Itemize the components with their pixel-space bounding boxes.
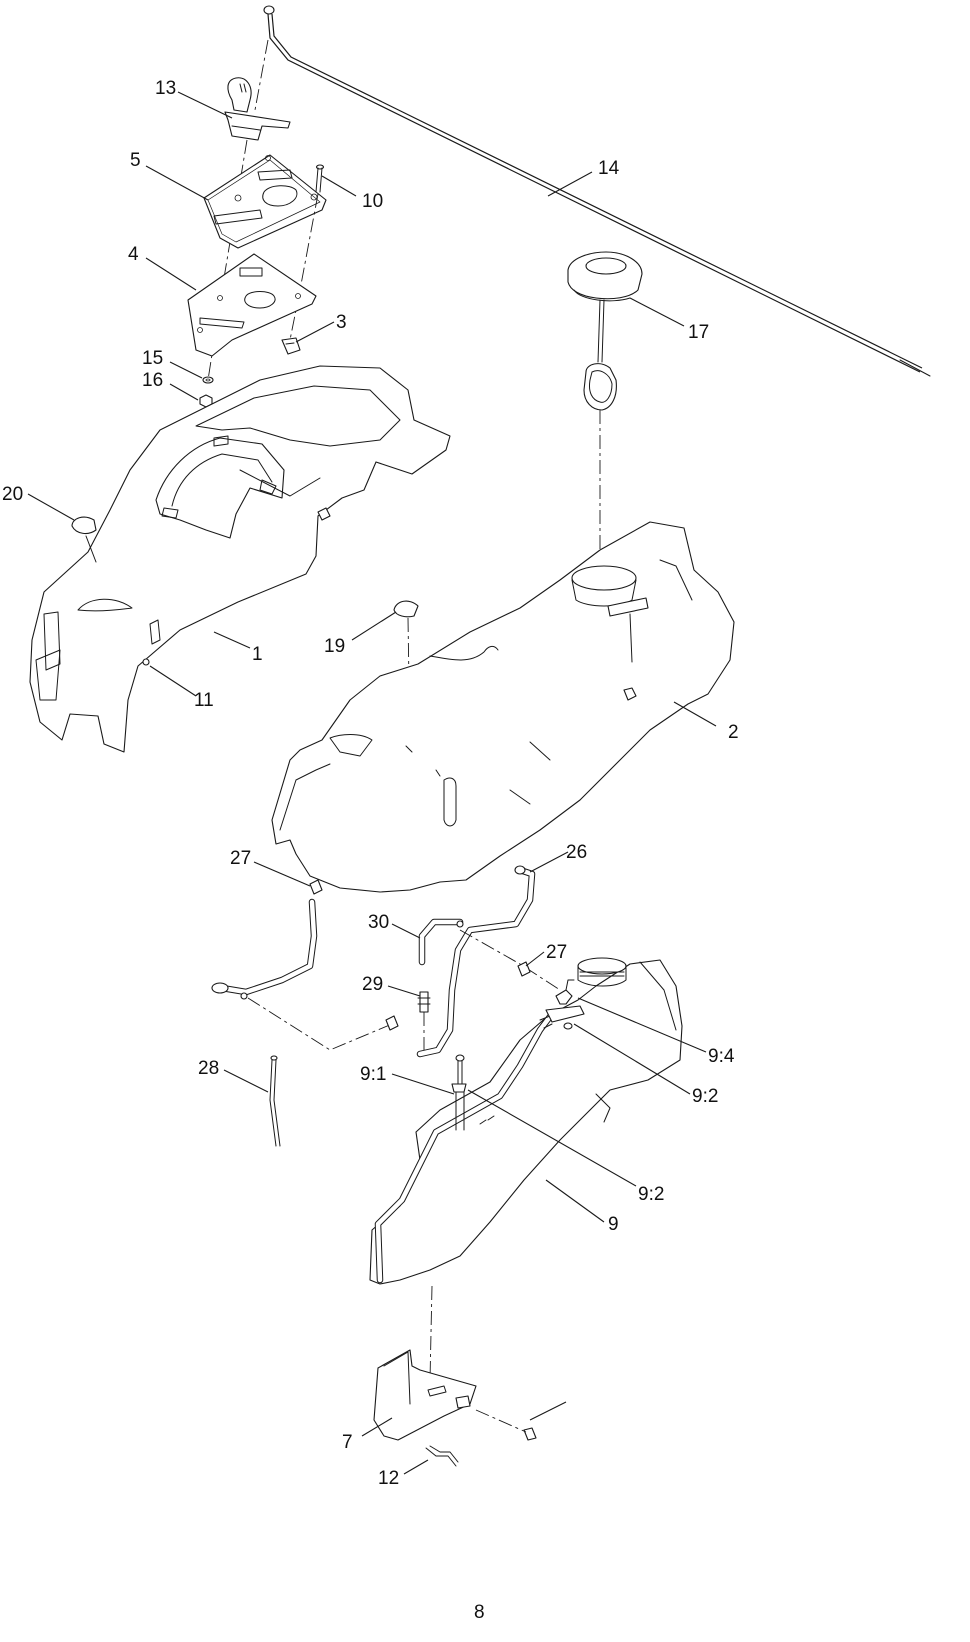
upper-panel-plate [203, 154, 327, 249]
plug-20-guide [85, 535, 97, 563]
hood-panel [29, 365, 451, 753]
throttle-lever [224, 77, 291, 141]
tank-fitting-9-4 [555, 979, 575, 1005]
callout-9-2-upper: 9:2 [692, 1086, 718, 1107]
callout-10: 10 [362, 191, 383, 212]
lower-panel-plate [187, 253, 317, 357]
screw-10 [315, 164, 325, 193]
fitting-left [385, 1015, 399, 1031]
callout-16: 16 [142, 370, 163, 391]
centerline-cable-to-13 [254, 39, 269, 111]
bolt-near-7 [475, 1409, 537, 1441]
callout-3: 3 [336, 312, 347, 333]
callout-1: 1 [252, 644, 263, 665]
tank-bracket-9-2 [545, 1005, 585, 1030]
callout-9: 9 [608, 1214, 619, 1235]
callout-5: 5 [130, 150, 141, 171]
callout-17: 17 [688, 322, 709, 343]
clamp-27-left [309, 879, 323, 895]
washer-15 [202, 376, 214, 384]
callout-9-4: 9:4 [708, 1046, 735, 1067]
callout-26: 26 [566, 842, 587, 863]
plug-19 [393, 600, 419, 618]
choke-cable [263, 5, 931, 377]
callout-14: 14 [598, 158, 620, 179]
leader-lines [27, 91, 717, 1475]
centerline-left-hose [247, 997, 393, 1051]
callout-labels: 13 5 10 14 4 3 17 15 16 20 1 11 19 2 27 … [2, 78, 739, 1623]
callout-4: 4 [128, 244, 139, 265]
clip-12 [425, 1445, 459, 1467]
callout-2: 2 [728, 722, 739, 743]
callout-19: 19 [324, 636, 345, 657]
callout-27-left: 27 [230, 848, 251, 869]
fuel-cap [567, 251, 643, 411]
callout-9-2-lower: 9:2 [638, 1184, 664, 1205]
plug-20 [71, 516, 97, 535]
bracket-7 [373, 1349, 477, 1441]
callout-20: 20 [2, 484, 23, 505]
centerline-tank-to-bracket [429, 1285, 433, 1381]
callout-11: 11 [194, 690, 214, 711]
centerline-30-to-tank [459, 929, 561, 991]
callout-9-1: 9:1 [360, 1064, 386, 1085]
fender-body [271, 521, 735, 893]
centerline-10-to-3 [289, 193, 319, 341]
valve-29 [417, 991, 431, 1013]
centerline-13-to-16 [207, 139, 248, 381]
page-number: 8 [474, 1602, 485, 1623]
callout-28: 28 [198, 1058, 219, 1079]
fuel-pickup-9-1 [451, 1054, 467, 1131]
fuel-hose-26-30 [416, 865, 536, 1058]
callout-12: 12 [378, 1468, 399, 1489]
callout-13: 13 [155, 78, 176, 99]
fuel-tank [369, 957, 683, 1285]
clip-3 [281, 337, 301, 355]
tie-strap-28 [269, 1055, 281, 1147]
callout-15: 15 [142, 348, 163, 369]
callout-30: 30 [368, 912, 389, 933]
vent-hose-left [211, 898, 318, 1000]
callout-27-right: 27 [546, 942, 567, 963]
callout-7: 7 [342, 1432, 353, 1453]
callout-29: 29 [362, 974, 383, 995]
